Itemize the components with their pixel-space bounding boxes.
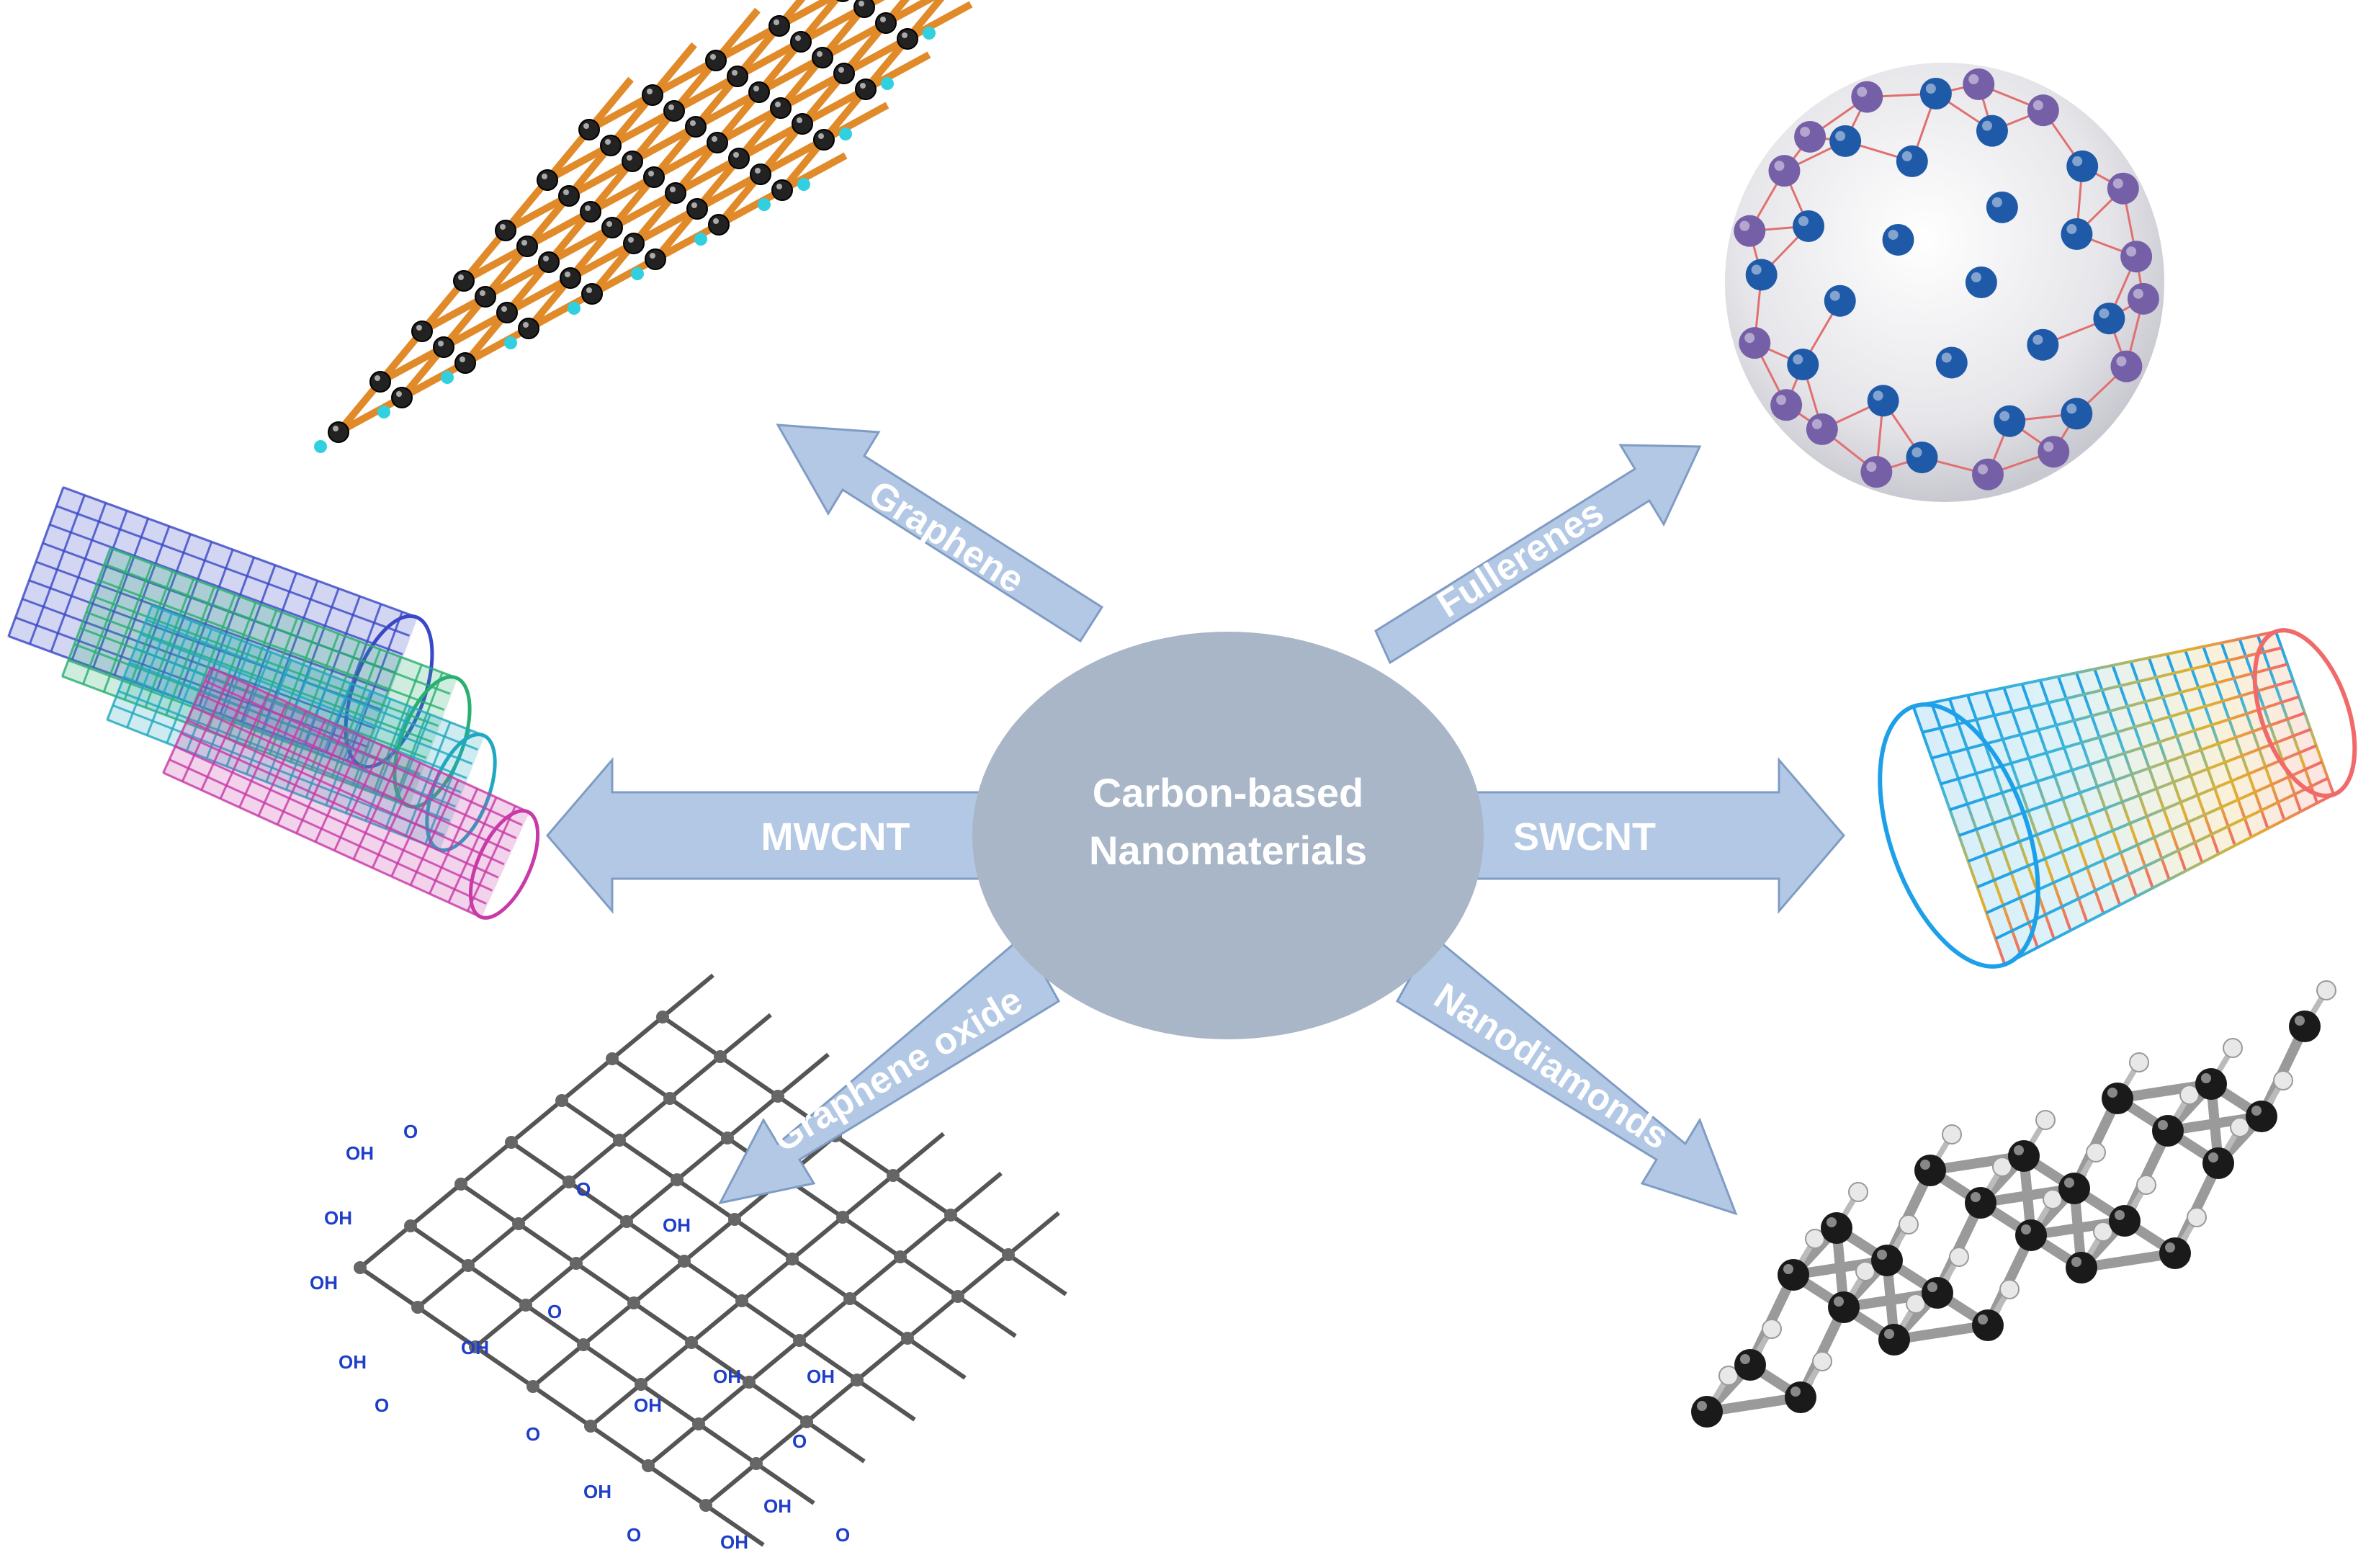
- center-title-line2: Nanomaterials: [1089, 828, 1367, 873]
- oxide-group-label: O: [403, 1121, 418, 1142]
- nanodiamond-structure-illustration: [1691, 980, 2336, 1428]
- oxide-group-label: OH: [763, 1495, 792, 1517]
- oxide-group-label: OH: [713, 1366, 741, 1387]
- oxide-group-label: OH: [461, 1337, 489, 1358]
- graphene-arrow: Graphene: [776, 424, 1104, 643]
- fullerenes-arrow-label: Fullerenes: [1430, 491, 1610, 626]
- mwcnt-arrow-label: MWCNT: [761, 815, 910, 859]
- nanodiamonds-arrow: Nanodiamonds: [1395, 934, 1738, 1216]
- graphene-oxide-illustration: OH O OH OH OH O O OH OH O OH O OH OH O OH OH O O OH: [310, 973, 1067, 1553]
- oxide-group-label: OH: [324, 1207, 352, 1229]
- oxide-group-label: O: [576, 1178, 591, 1200]
- oxide-group-label: OH: [720, 1531, 748, 1553]
- oxide-group-label: OH: [663, 1214, 691, 1236]
- fullerene-molecule-illustration: [1725, 63, 2164, 502]
- graphene-oxide-arrow: Graphene oxide: [718, 934, 1061, 1205]
- graphene-oxide-arrow-label: Graphene oxide: [766, 979, 1030, 1160]
- mwcnt-tube-illustration: [6, 485, 540, 920]
- nanodiamonds-arrow-label: Nanodiamonds: [1427, 975, 1677, 1157]
- oxide-group-label: O: [835, 1524, 850, 1546]
- swcnt-tube-illustration: [1878, 628, 2357, 969]
- fullerenes-arrow: Fullerenes: [1374, 444, 1702, 665]
- oxide-group-label: OH: [807, 1366, 835, 1387]
- oxide-group-label: OH: [339, 1351, 367, 1373]
- center-node: Carbon-based Nanomaterials: [972, 632, 1484, 1039]
- oxide-group-label: O: [375, 1394, 389, 1416]
- mwcnt-arrow: MWCNT: [546, 756, 981, 915]
- swcnt-arrow-label: SWCNT: [1513, 815, 1656, 859]
- oxide-group-label: O: [627, 1524, 641, 1546]
- oxide-group-label: O: [792, 1430, 807, 1452]
- graphene-arrow-label: Graphene: [861, 472, 1031, 601]
- oxide-group-label: OH: [346, 1142, 374, 1164]
- oxide-group-label: O: [526, 1423, 540, 1445]
- oxide-group-label: OH: [310, 1272, 338, 1294]
- oxide-group-label: OH: [634, 1394, 662, 1416]
- oxide-group-label: OH: [583, 1481, 611, 1502]
- swcnt-arrow: SWCNT: [1468, 756, 1845, 915]
- center-title-line1: Carbon-based: [1093, 770, 1364, 815]
- graphene-sheet-illustration: [314, 0, 973, 453]
- oxide-group-label: O: [547, 1301, 562, 1322]
